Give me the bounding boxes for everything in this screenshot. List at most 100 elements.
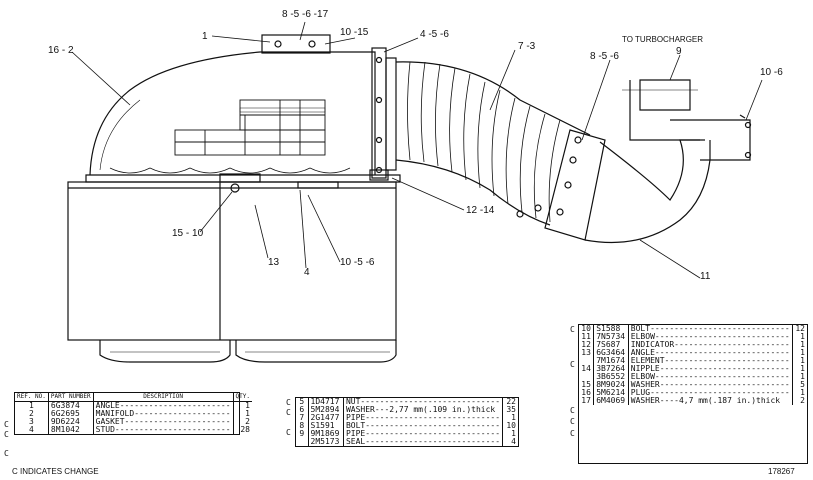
change-mark: C [570, 428, 575, 438]
clamp-ring [516, 129, 606, 241]
description-cell: PIPE---------------------------- [343, 414, 504, 422]
description-cell: ELBOW---------------------------- [628, 373, 793, 381]
part-number-cell: 8M9024 [593, 381, 629, 389]
description-cell: PLUG----------------------------- [628, 389, 793, 397]
description-cell: ELBOW---------------------------- [628, 333, 793, 341]
part-number-cell: 1D4717 [308, 398, 344, 406]
ref-cell: 13 [579, 349, 595, 357]
description-cell: PIPE---------------------------- [343, 430, 504, 438]
description-cell: NUT----------------------------- [343, 398, 504, 406]
description-cell: MANIFOLD-------------------- [93, 410, 234, 418]
description-cell: INDICATOR------------------------ [628, 341, 793, 349]
change-mark: C [4, 420, 9, 429]
qty-cell: 1 [800, 364, 805, 373]
qty-cell: 1 [245, 401, 250, 410]
ref-cell: 8 [296, 422, 309, 430]
qty-cell: 1 [800, 340, 805, 349]
flange [371, 47, 397, 179]
part-number-cell: 8M1042 [48, 426, 94, 434]
ref-cell: 12 [579, 341, 595, 349]
qty-cell: 1 [800, 332, 805, 341]
qty-cell: 10 [506, 421, 516, 430]
indicator-fitting [219, 169, 389, 193]
change-mark: C [570, 405, 575, 415]
part-number-cell: S1591 [308, 422, 344, 430]
part-number-cell: 7M1674 [593, 357, 629, 365]
turbocharger-label: TO TURBOCHARGER [622, 35, 704, 44]
ref-cell: 10 [579, 325, 595, 333]
description-cell: SEAL---------------------------- [343, 438, 504, 446]
callout-8-5-6b: 8 -5 -6 [590, 51, 619, 62]
qty-cell: 1 [511, 429, 516, 438]
ref-cell: 3 [15, 418, 49, 426]
callout-15-10: 15 - 10 [172, 228, 204, 239]
part-number-cell: 2M5173 [308, 438, 344, 446]
ref-cell [579, 373, 595, 381]
ref-cell: 1 [15, 401, 49, 410]
callout-13: 13 [268, 257, 280, 268]
air-cleaner-body [67, 181, 397, 363]
description-cell: GASKET---------------------- [93, 418, 234, 426]
ref-cell: 5 [296, 398, 309, 406]
description-cell: ANGLE---------------------------- [628, 349, 793, 357]
qty-cell: 12 [795, 324, 805, 333]
elbow [584, 79, 752, 244]
part-number-cell: 6G3874 [48, 401, 94, 410]
ref-cell: 15 [579, 381, 595, 389]
part-number-cell: 2G1477 [308, 414, 344, 422]
part-number-cell: 6M4069 [593, 397, 629, 405]
part-number-cell: S1588 [593, 325, 629, 333]
callout-12-14: 12 -14 [466, 205, 495, 216]
description-cell: ELEMENT-------------------------- [628, 357, 793, 365]
part-number-cell: 3B6552 [593, 373, 629, 381]
change-mark: C [570, 359, 575, 369]
callout-11: 11 [700, 271, 711, 282]
header-part: PART NUMBER [48, 393, 94, 402]
qty-cell: 1 [800, 348, 805, 357]
part-number-cell: 6G3464 [593, 349, 629, 357]
ref-cell: 17 [579, 397, 595, 405]
qty-cell: 1 [511, 413, 516, 422]
callout-10-5-6: 10 -5 -6 [340, 257, 375, 268]
ref-cell: 2 [15, 410, 49, 418]
leader-lines [71, 21, 763, 279]
description-cell: NIPPLE--------------------------- [628, 365, 793, 373]
bellows-pipe [395, 61, 591, 226]
header-qty: QTY. [233, 393, 252, 402]
ref-cell: 11 [579, 333, 595, 341]
qty-cell: 28 [240, 425, 250, 434]
part-number-cell: 9M1869 [308, 430, 344, 438]
callout-10-6: 10 -6 [760, 67, 783, 78]
callout-10-15: 10 -15 [340, 27, 369, 38]
qty-cell: 1 [800, 388, 805, 397]
change-mark: C [570, 417, 575, 426]
ref-cell: 6 [296, 406, 309, 414]
qty-cell: 35 [506, 405, 516, 414]
callout-8-5-6-17: 8 -5 -6 -17 [282, 9, 329, 20]
part-number-cell: 3B7264 [593, 365, 629, 373]
qty-cell: 22 [506, 397, 516, 406]
